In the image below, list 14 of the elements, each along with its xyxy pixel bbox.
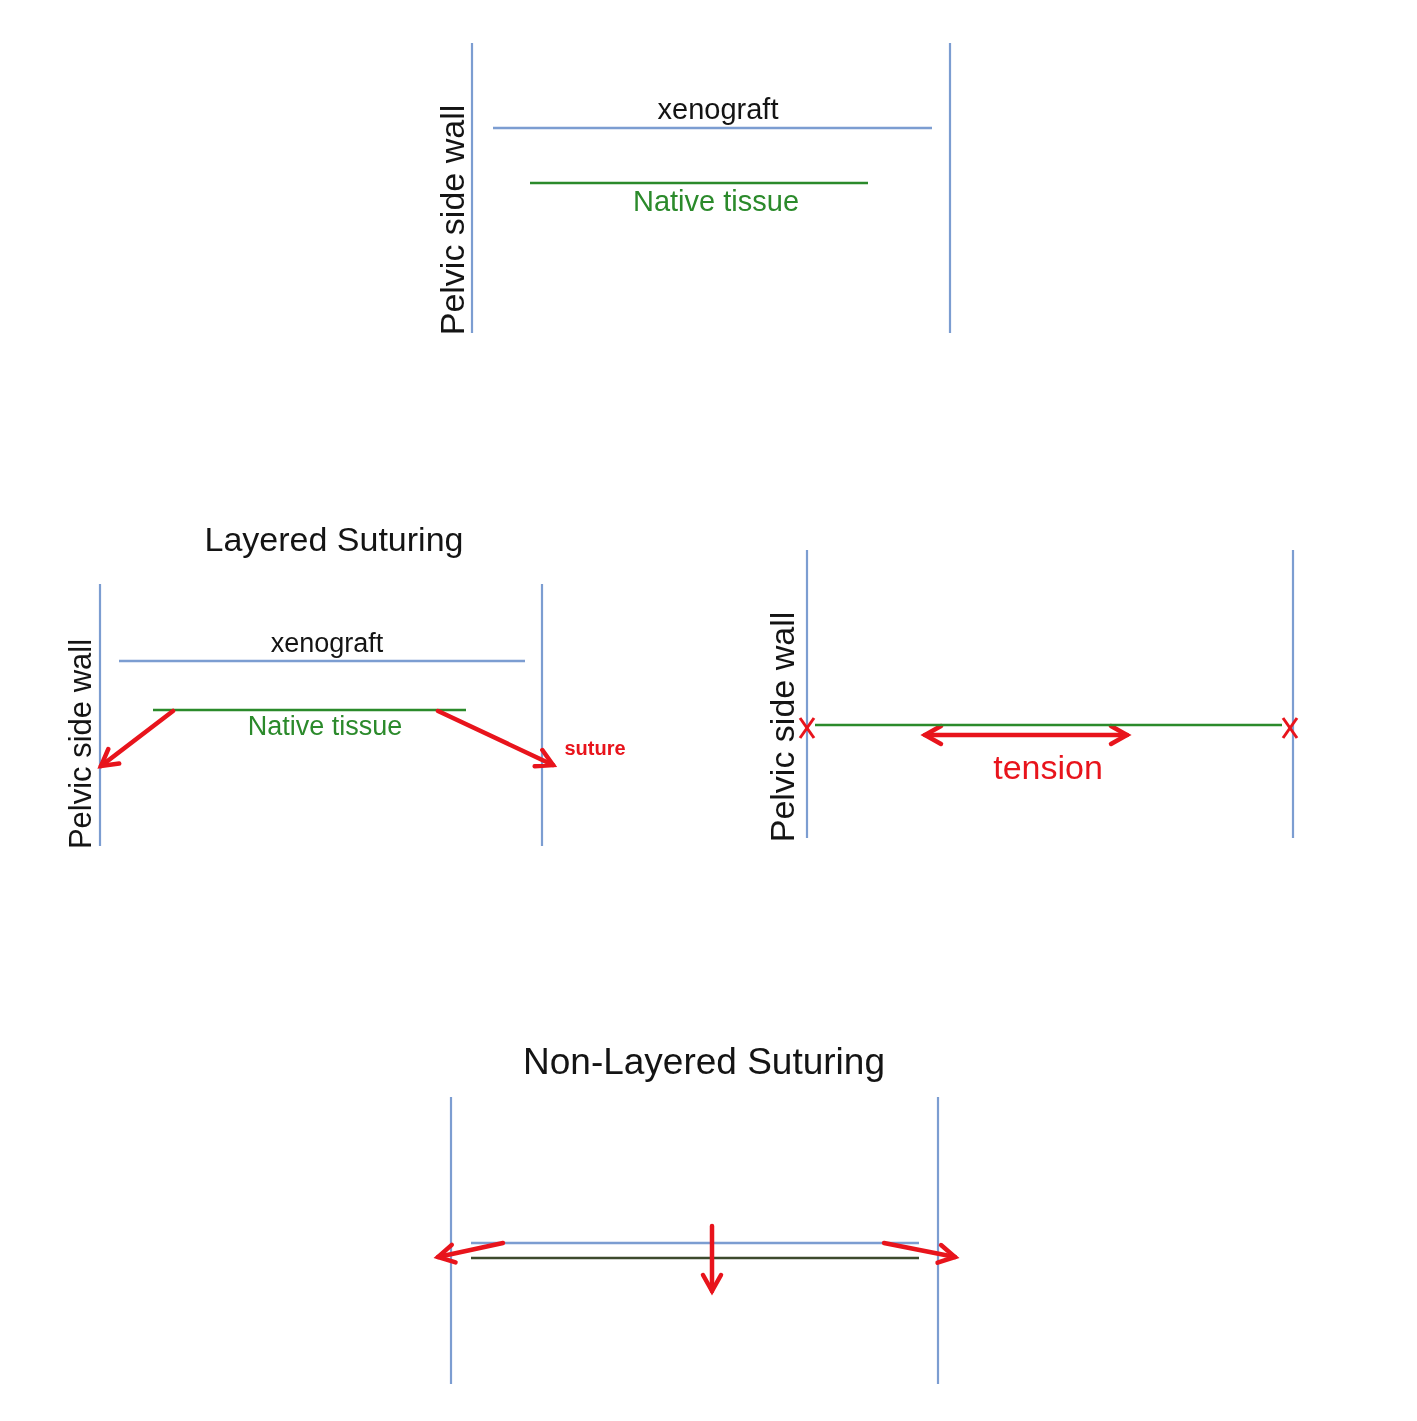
wall-label: Pelvic side wall [64,638,96,850]
tissue-layer-line [815,723,1282,727]
panel-heading: Layered Suturing [204,522,464,556]
layer-label: xenograft [657,94,779,124]
x-mark-icon [1282,717,1298,739]
x-mark-icon [799,717,815,739]
arrow-label: tension [993,750,1103,784]
layer-label: Native tissue [633,186,799,216]
panel-heading: Non-Layered Suturing [523,1042,885,1080]
wall-label: Pelvic side wall [435,104,469,336]
layer-label: xenograft [270,629,384,657]
wall-label: Pelvic side wall [765,611,799,843]
arrow-label: suture [564,738,626,758]
layer-label: Native tissue [247,712,403,740]
